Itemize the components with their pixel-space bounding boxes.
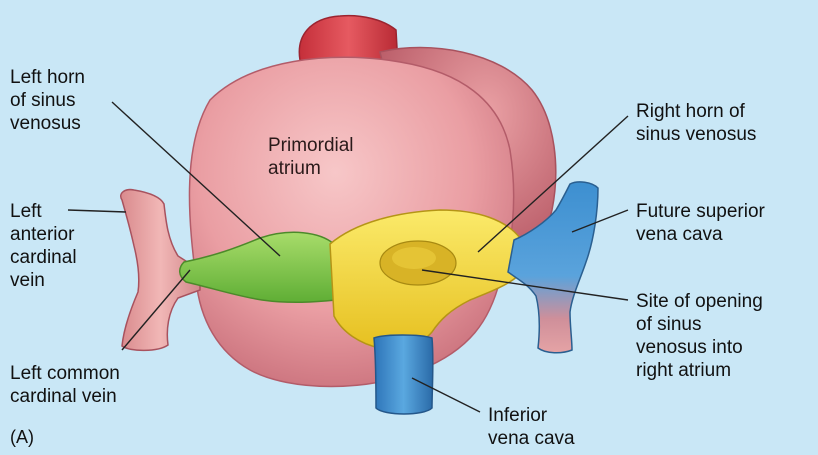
sinus-opening-inner (392, 247, 436, 269)
leader-left-anterior (68, 210, 126, 212)
label-primordial-atrium: Primordial atrium (268, 134, 354, 180)
label-site-of-opening: Site of opening of sinus venosus into ri… (636, 290, 763, 382)
label-left-anterior-cardinal-vein: Left anterior cardinal vein (10, 200, 77, 292)
label-inferior-vena-cava: Inferior vena cava (488, 404, 575, 450)
label-future-superior-vena-cava: Future superior vena cava (636, 200, 765, 246)
label-left-horn: Left horn of sinus venosus (10, 66, 85, 135)
label-left-common-cardinal-vein: Left common cardinal vein (10, 362, 120, 408)
panel-label: (A) (10, 426, 34, 449)
inferior-vena-cava-shape (374, 335, 433, 414)
label-right-horn: Right horn of sinus venosus (636, 100, 756, 146)
